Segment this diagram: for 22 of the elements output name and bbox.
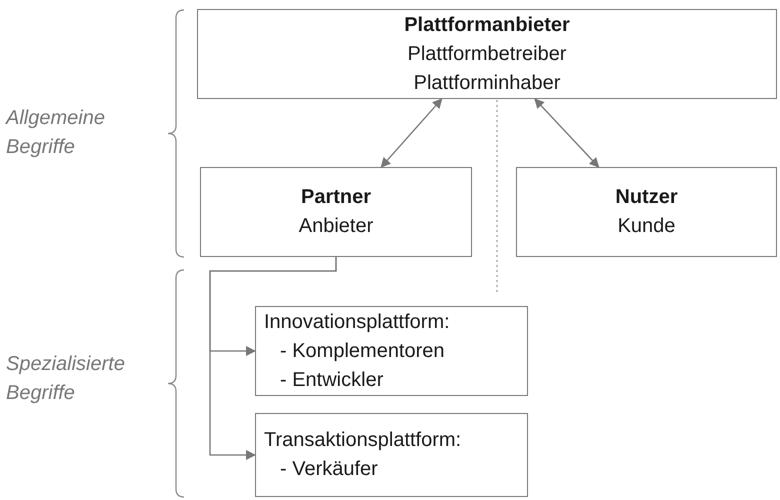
term-box (516, 167, 777, 257)
box-heading: Partner (300, 185, 372, 210)
box-text: Plattformbetreiber (408, 42, 566, 66)
arrow (209, 257, 337, 460)
arrow (380, 98, 442, 168)
term-box (255, 413, 528, 497)
box-heading: Nutzer (615, 185, 678, 210)
box-text: Kunde (618, 214, 676, 239)
term-box (200, 167, 472, 257)
box-heading: Plattformanbieter (404, 12, 570, 38)
box-text: - Entwickler (279, 368, 384, 392)
group-label: Allgemeine Begriffe (6, 106, 106, 160)
box-text: - Verkäufer (279, 457, 378, 482)
box-heading: Transaktionsplattform: (264, 428, 462, 453)
term-box (255, 306, 528, 396)
box-text: Plattforminhaber (414, 70, 560, 96)
box-text: - Komplementoren (279, 338, 445, 364)
box-heading: Innovationsplattform: (264, 310, 450, 334)
group-label: Spezialisierte Begriffe (6, 352, 126, 406)
term-box (197, 9, 777, 99)
box-text: Anbieter (298, 214, 374, 239)
arrow (534, 98, 600, 168)
